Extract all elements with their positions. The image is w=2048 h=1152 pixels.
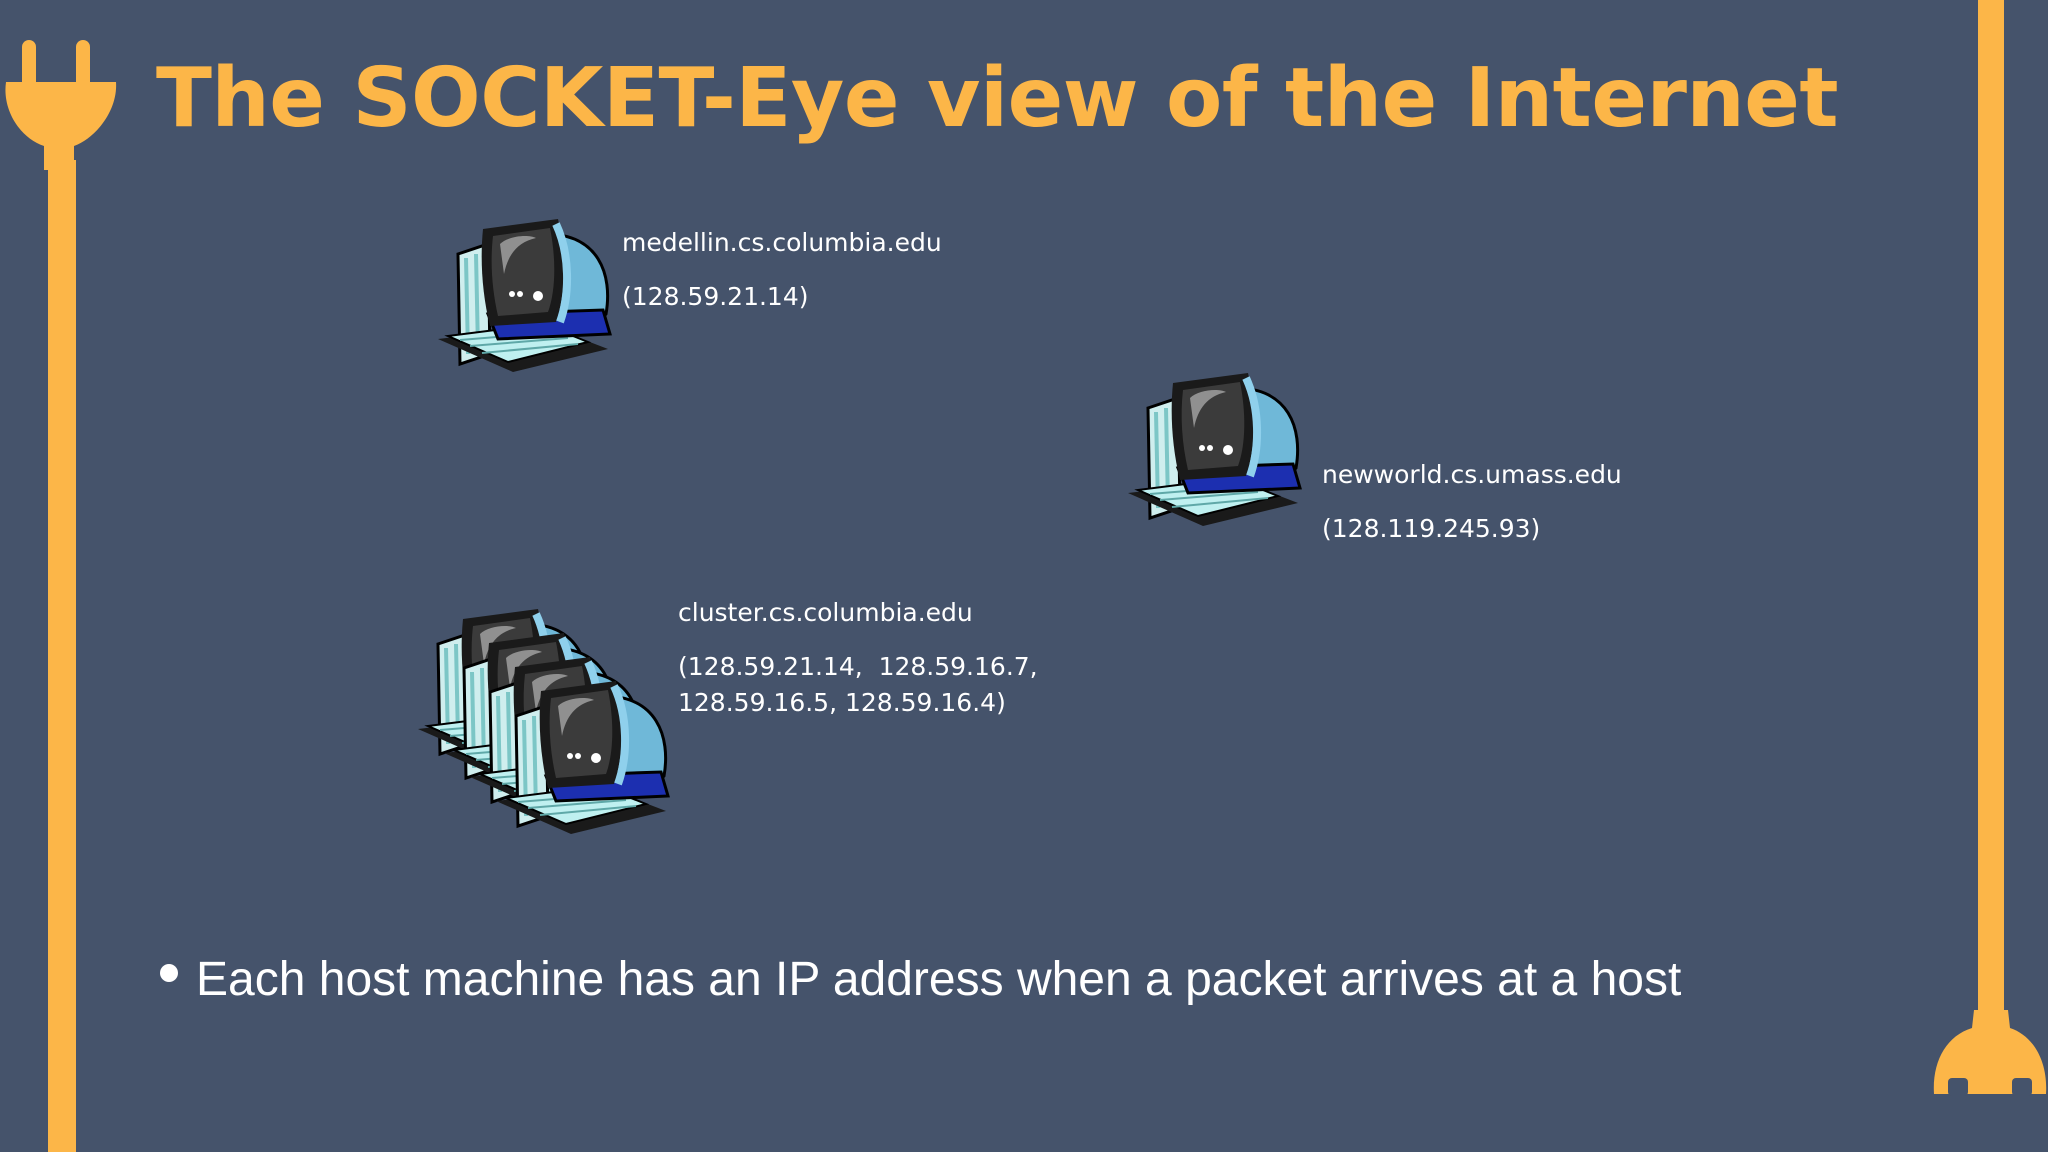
slide-title: The SOCKET-Eye view of the Internet xyxy=(156,51,1839,146)
bullet-dot xyxy=(160,964,178,982)
host-address: (128.119.245.93) xyxy=(1322,514,1541,543)
host-name: newworld.cs.umass.edu xyxy=(1322,460,1622,489)
plug-icon xyxy=(5,40,117,1152)
host-address-line2: 128.59.16.5, 128.59.16.4) xyxy=(678,688,1006,717)
host-address: (128.59.21.14) xyxy=(622,282,809,311)
computer-icon xyxy=(1128,368,1308,530)
computer-cluster-icon xyxy=(418,604,678,844)
bullet-text: Each host machine has an IP address when… xyxy=(196,953,1682,1006)
computer-icon xyxy=(438,214,618,376)
host-address-line1: (128.59.21.14, 128.59.16.7, xyxy=(678,652,1038,681)
host-name: cluster.cs.columbia.edu xyxy=(678,598,973,627)
socket-plug-icon xyxy=(1933,0,2047,1096)
host-name: medellin.cs.columbia.edu xyxy=(622,228,942,257)
